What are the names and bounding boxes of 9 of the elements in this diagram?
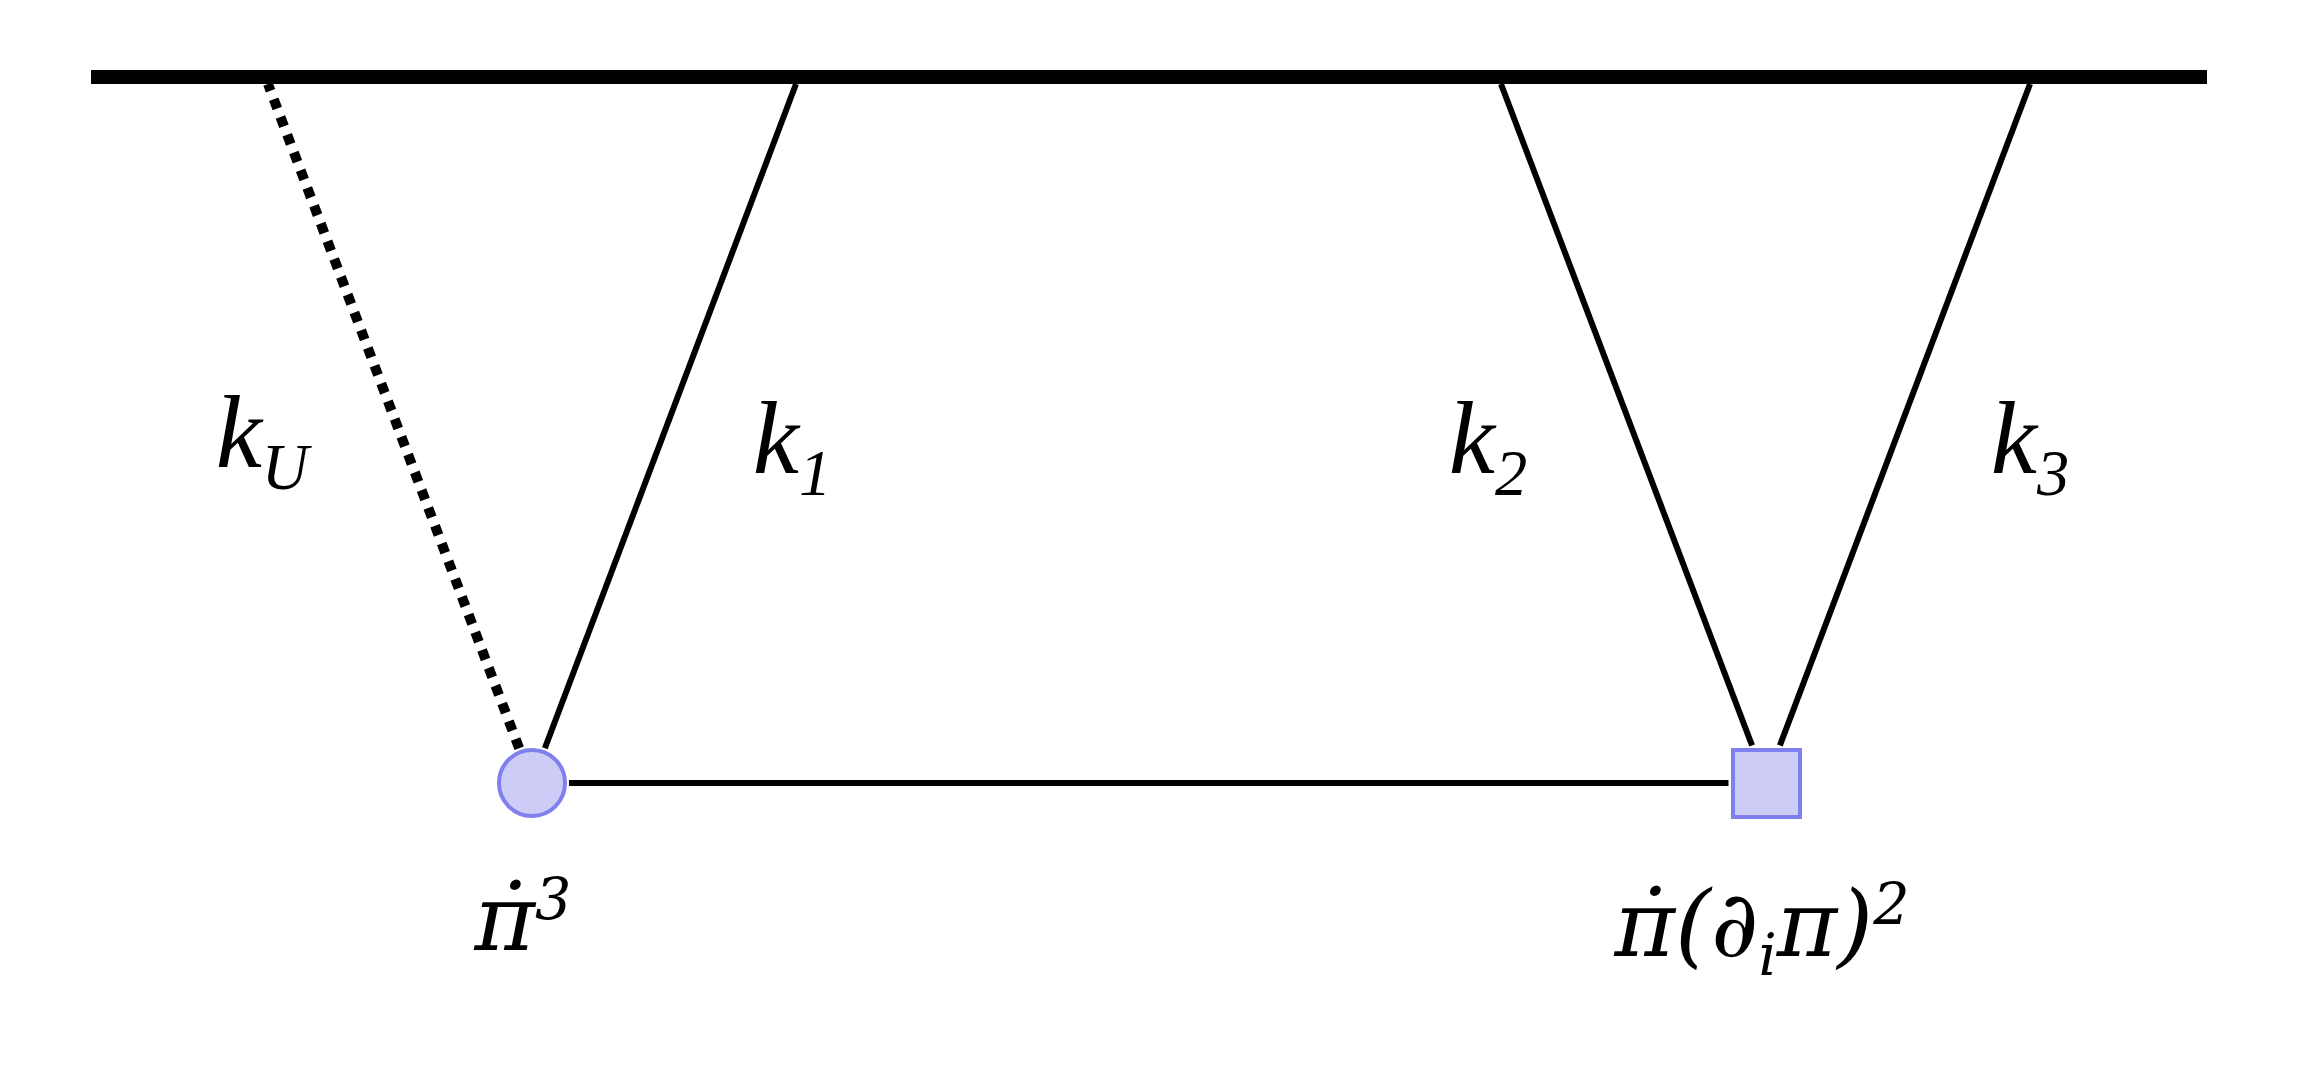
term-label: π̇$^{3}$ (474, 870, 572, 966)
dotted-line (263, 82, 524, 751)
line (569, 780, 1729, 786)
term-label: π̇(∂$_{i}$π)$^{2}$ (1614, 875, 1910, 985)
horizontal-bar (91, 70, 2207, 84)
line (1777, 82, 2033, 747)
vertex-square (1730, 747, 1802, 819)
line (1498, 82, 1755, 747)
line (542, 82, 799, 750)
